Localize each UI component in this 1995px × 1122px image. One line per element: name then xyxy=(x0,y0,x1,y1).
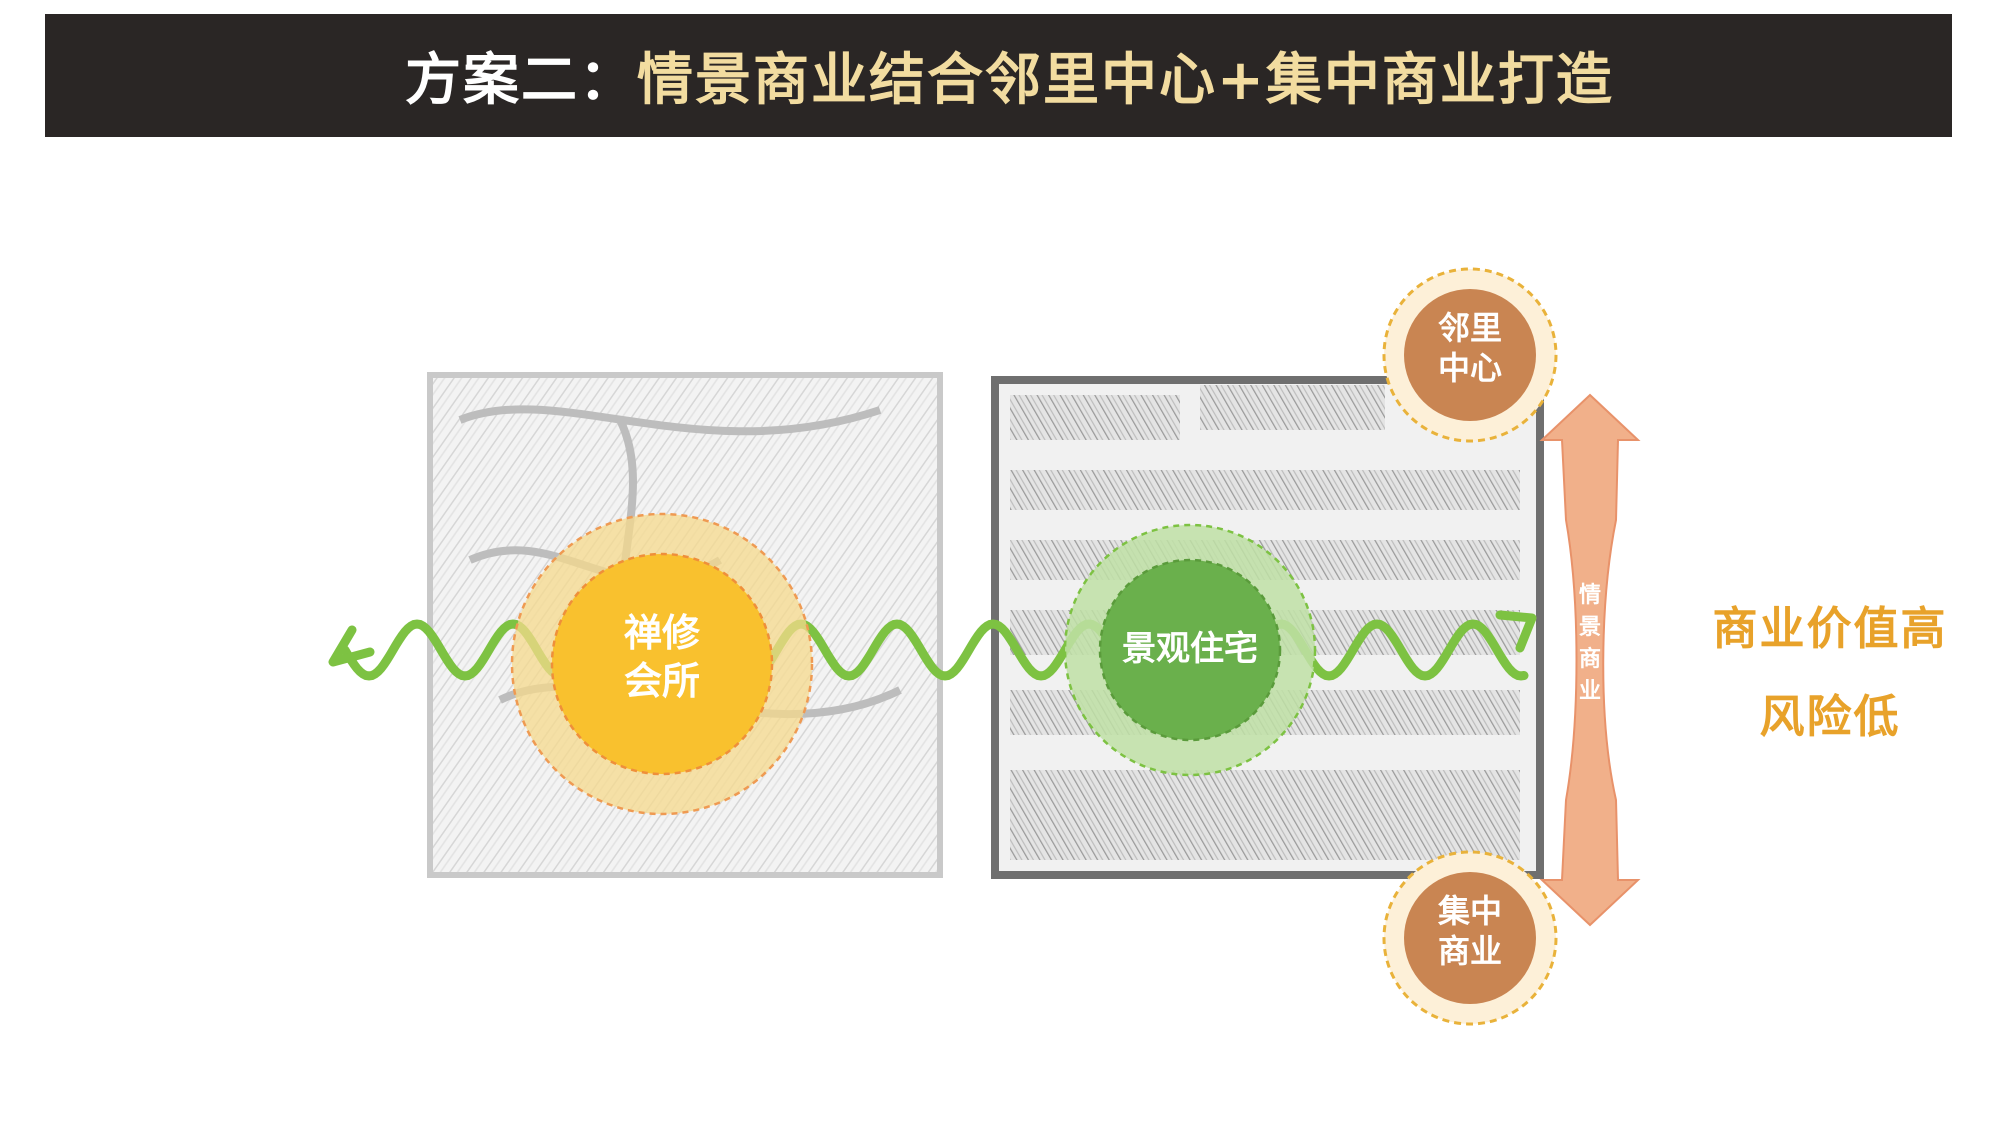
label-club-line2: 会所 xyxy=(623,658,700,703)
scene-commerce-char-2: 景 xyxy=(1578,615,1601,640)
label-neighborhood-center: 邻里 中心 xyxy=(1420,308,1520,388)
label-neighborhood-line1: 邻里 xyxy=(1437,309,1502,347)
scene-commerce-char-3: 商 xyxy=(1578,647,1601,672)
label-club: 禅修 会所 xyxy=(602,610,722,705)
node-neighborhood-center xyxy=(1382,267,1558,443)
scene-commerce-arrow xyxy=(1539,393,1641,927)
side-text-line1: 商业价值高 xyxy=(1712,602,1948,655)
wave-arrowhead-right xyxy=(1495,610,1537,653)
side-text: 商业价值高 风险低 xyxy=(1680,585,1980,761)
node-residential xyxy=(1063,523,1317,777)
node-club xyxy=(510,512,814,816)
title-main: 情景商业结合邻里中心+集中商业打造 xyxy=(637,48,1614,113)
page-title: 方案二：情景商业结合邻里中心+集中商业打造 xyxy=(405,14,1614,137)
scene-commerce-char-4: 业 xyxy=(1578,679,1601,704)
sketch-site-left xyxy=(427,372,943,878)
label-residential: 景观住宅 xyxy=(1100,628,1280,671)
title-prefix: 方案二： xyxy=(405,48,637,113)
side-text-line2: 风险低 xyxy=(1759,690,1901,743)
scene-commerce-char-1: 情 xyxy=(1578,583,1601,608)
node-concentrated-commercial xyxy=(1382,850,1558,1026)
label-scene-commerce: 情 景 商 业 xyxy=(1570,580,1610,708)
wave-arrowhead-left xyxy=(328,625,375,667)
label-concentrated-commercial: 集中 商业 xyxy=(1420,891,1520,971)
label-neighborhood-line2: 中心 xyxy=(1437,349,1502,387)
label-residential-text: 景观住宅 xyxy=(1122,629,1258,669)
label-commercial-line1: 集中 xyxy=(1437,892,1502,930)
label-club-line1: 禅修 xyxy=(623,611,700,655)
title-bar: 方案二：情景商业结合邻里中心+集中商业打造 xyxy=(45,14,1952,137)
label-commercial-line2: 商业 xyxy=(1437,932,1502,970)
